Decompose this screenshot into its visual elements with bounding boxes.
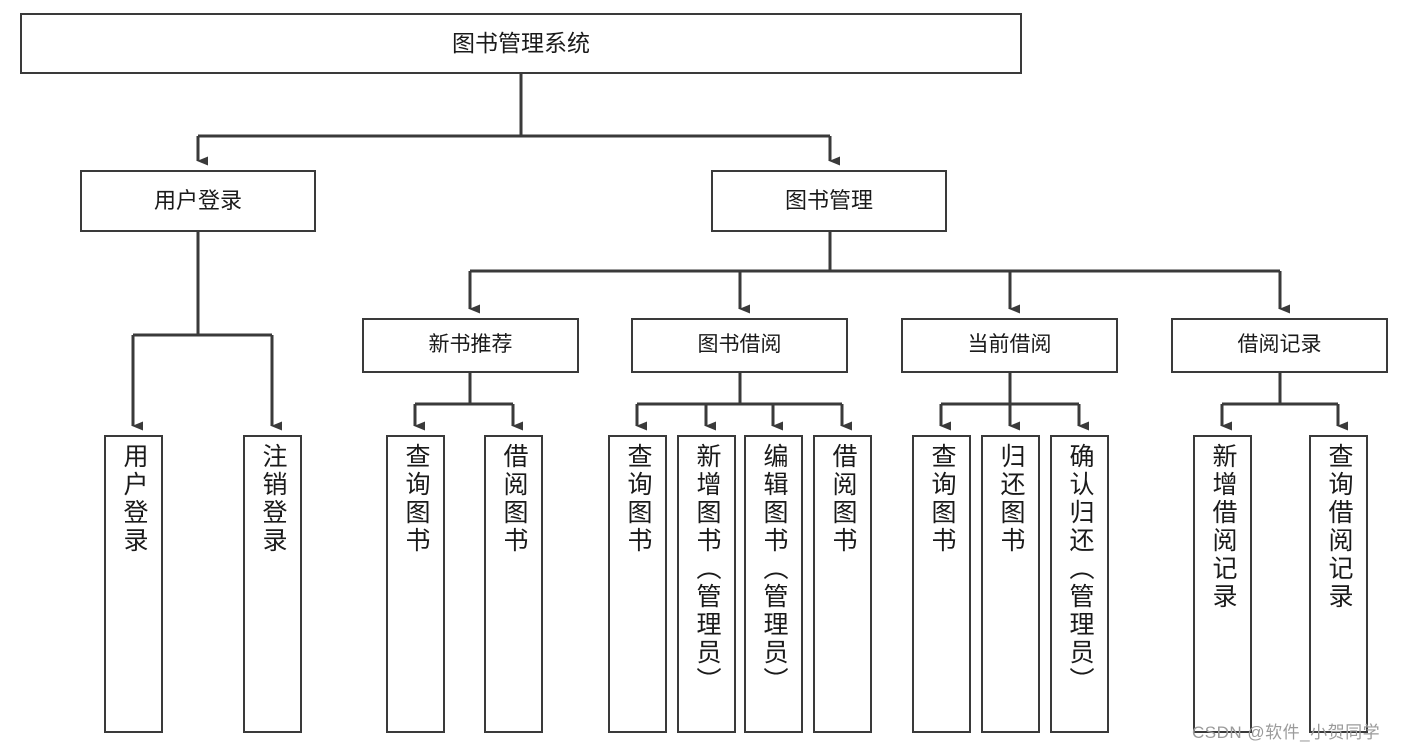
node-root-label: 图书管理系统 [452,29,590,56]
node-leaf-confirm-return[interactable]: 确认归还（管理员） [1050,435,1109,733]
node-leaf-user-logout[interactable]: 注销登录 [243,435,302,733]
node-user-login-label: 用户登录 [153,188,242,214]
node-leaf-edit-book-label: 编辑图书（管理员） [760,443,788,695]
node-leaf-query-book-2-label: 查询图书 [624,443,652,555]
node-book-borrow[interactable]: 图书借阅 [631,318,848,373]
node-leaf-borrow-book-2[interactable]: 借阅图书 [813,435,872,733]
node-leaf-add-book[interactable]: 新增图书（管理员） [677,435,736,733]
node-borrow-record[interactable]: 借阅记录 [1171,318,1388,373]
node-leaf-return-book-label: 归还图书 [997,443,1025,555]
node-leaf-user-logout-label: 注销登录 [259,443,287,555]
node-current-borrow-label: 当前借阅 [967,333,1052,357]
node-leaf-borrow-book-1[interactable]: 借阅图书 [484,435,543,733]
node-leaf-add-record-label: 新增借阅记录 [1209,443,1237,611]
node-book-management[interactable]: 图书管理 [711,170,947,232]
node-user-login[interactable]: 用户登录 [80,170,316,232]
node-book-borrow-label: 图书借阅 [697,333,782,357]
node-leaf-query-book-1-label: 查询图书 [402,443,430,555]
node-leaf-query-book-3-label: 查询图书 [928,443,956,555]
node-borrow-record-label: 借阅记录 [1237,333,1322,357]
node-new-book-recommend[interactable]: 新书推荐 [362,318,579,373]
node-leaf-borrow-book-1-label: 借阅图书 [500,443,528,555]
node-leaf-return-book[interactable]: 归还图书 [981,435,1040,733]
node-leaf-edit-book[interactable]: 编辑图书（管理员） [744,435,803,733]
node-leaf-borrow-book-2-label: 借阅图书 [829,443,857,555]
node-leaf-user-login[interactable]: 用户登录 [104,435,163,733]
node-leaf-add-book-label: 新增图书（管理员） [693,443,721,695]
node-leaf-query-record-label: 查询借阅记录 [1325,443,1353,611]
node-root[interactable]: 图书管理系统 [20,13,1022,74]
csdn-watermark: CSDN @软件_小贺同学 [1192,723,1381,742]
node-new-book-recommend-label: 新书推荐 [428,333,513,357]
node-leaf-confirm-return-label: 确认归还（管理员） [1066,443,1094,695]
node-book-management-label: 图书管理 [784,188,873,214]
node-leaf-user-login-label: 用户登录 [120,443,148,555]
node-leaf-query-record[interactable]: 查询借阅记录 [1309,435,1368,733]
node-leaf-add-record[interactable]: 新增借阅记录 [1193,435,1252,733]
node-current-borrow[interactable]: 当前借阅 [901,318,1118,373]
node-leaf-query-book-3[interactable]: 查询图书 [912,435,971,733]
node-leaf-query-book-1[interactable]: 查询图书 [386,435,445,733]
node-leaf-query-book-2[interactable]: 查询图书 [608,435,667,733]
